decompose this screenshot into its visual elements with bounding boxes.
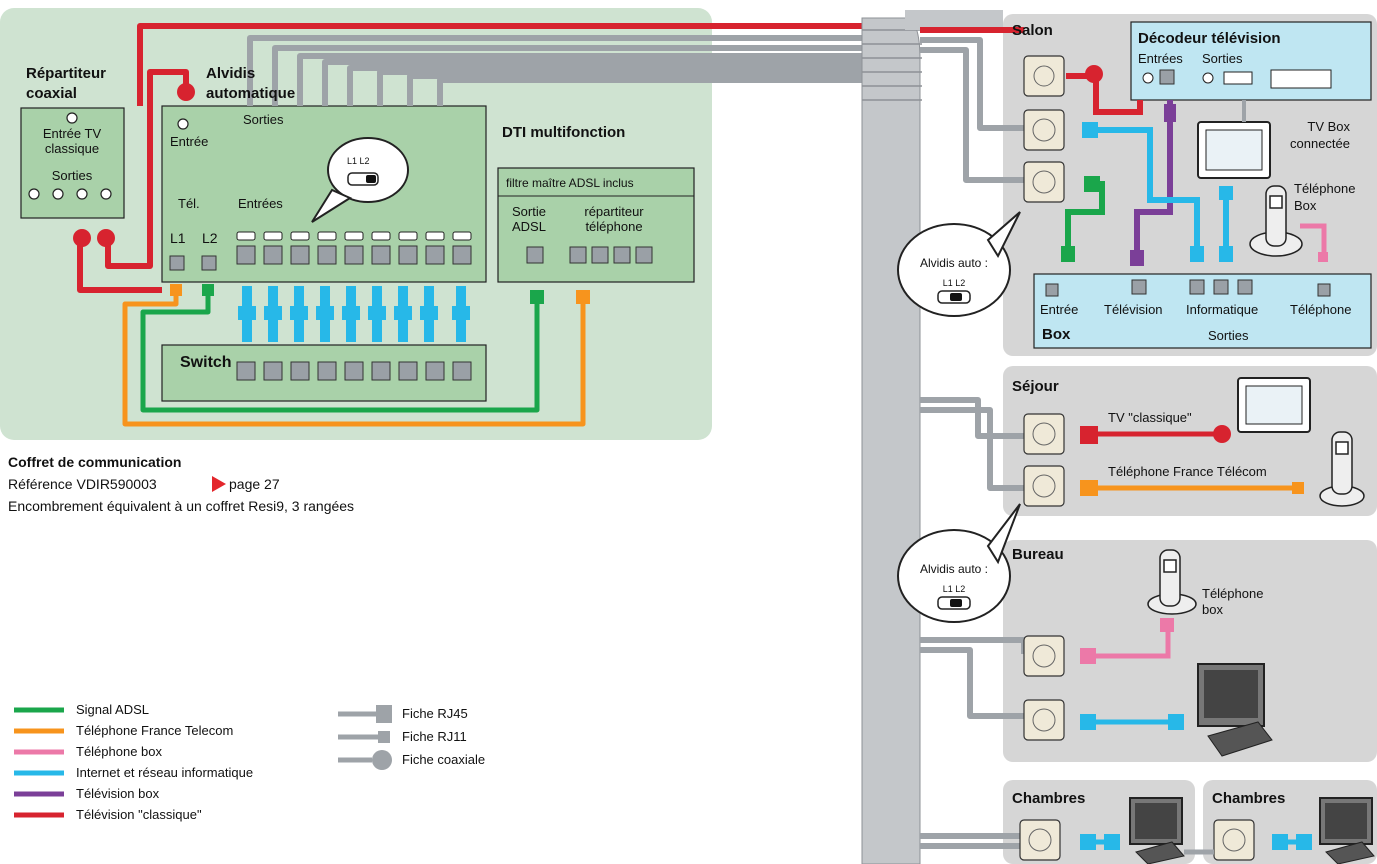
sejour-phone bbox=[1319, 431, 1365, 507]
alvidis-l2-label: L2 bbox=[202, 230, 218, 246]
sejour-socket-2 bbox=[1023, 465, 1065, 507]
alvidis-auto-bubble-1-switch: L1 L2 bbox=[942, 278, 966, 288]
tvbox-label: TV Box connectée bbox=[1290, 119, 1350, 151]
chambres-1-title: Chambres bbox=[1012, 790, 1086, 807]
decodeur-title: Décodeur télévision bbox=[1138, 30, 1281, 47]
bureau-socket-1 bbox=[1023, 635, 1065, 677]
alvidis-bubble-1 bbox=[897, 211, 1021, 317]
cable-conduit bbox=[861, 17, 922, 864]
legend-tv-classique: Télévision "classique" bbox=[76, 807, 202, 822]
decodeur-entrees-label: Entrées bbox=[1138, 51, 1183, 66]
alvidis-l1-label: L1 bbox=[170, 230, 186, 246]
alvidis-sorties-label: Sorties bbox=[243, 112, 284, 127]
bureau-computer bbox=[1197, 663, 1273, 757]
switch-bubble bbox=[311, 137, 409, 223]
repartiteur-sorties-label: Sorties bbox=[51, 168, 93, 183]
dti-repartiteur-label: répartiteur téléphone bbox=[584, 204, 644, 234]
salon-socket-2 bbox=[1023, 161, 1065, 203]
legend-plugs bbox=[338, 705, 392, 770]
bureau-socket-2 bbox=[1023, 699, 1065, 741]
alvidis-entrees-label: Entrées bbox=[238, 196, 283, 211]
chambres-2-socket bbox=[1213, 819, 1255, 861]
salon-phone-label: Téléphone Box bbox=[1294, 181, 1356, 213]
chambres-1-computer bbox=[1129, 797, 1185, 864]
box-title: Box bbox=[1042, 326, 1071, 343]
box-telephone-label: Téléphone bbox=[1290, 302, 1352, 317]
sejour-tel-label: Téléphone France Télécom bbox=[1108, 464, 1267, 479]
chambres-2-computer bbox=[1319, 797, 1375, 864]
repartiteur-module bbox=[20, 107, 125, 219]
dti-sortie-label: Sortie ADSL bbox=[512, 204, 546, 234]
box-informatique-label: Informatique bbox=[1186, 302, 1259, 317]
salon-title: Salon bbox=[1012, 22, 1053, 39]
bureau-panel bbox=[1003, 540, 1377, 762]
sejour-socket-1 bbox=[1023, 413, 1065, 455]
bureau-tel-label: Téléphone box bbox=[1202, 586, 1264, 617]
bubble-switch-label: L1 L2 bbox=[347, 156, 370, 166]
salon-socket-coax bbox=[1023, 55, 1065, 97]
alvidis-tel-label: Tél. bbox=[178, 196, 200, 211]
legend-tel-ft: Téléphone France Telecom bbox=[76, 723, 234, 738]
chambres-2-title: Chambres bbox=[1212, 790, 1286, 807]
caption-title: Coffret de communication bbox=[8, 454, 182, 470]
alvidis-entree-label: Entrée bbox=[170, 134, 209, 149]
sejour-tv-label: TV "classique" bbox=[1108, 410, 1192, 425]
alvidis-auto-bubble-1-label: Alvidis auto : bbox=[919, 256, 989, 270]
page-arrow-icon bbox=[212, 476, 226, 492]
alvidis-title: Alvidis automatique bbox=[206, 65, 296, 102]
legend-coax: Fiche coaxiale bbox=[402, 752, 486, 767]
legend-rj11: Fiche RJ11 bbox=[402, 729, 467, 744]
dti-title: DTI multifonction bbox=[502, 124, 626, 141]
sejour-title: Séjour bbox=[1012, 378, 1059, 395]
legend-lines bbox=[14, 707, 64, 818]
salon-phone bbox=[1249, 185, 1303, 257]
chambres-1-socket bbox=[1019, 819, 1061, 861]
salon-socket-1 bbox=[1023, 109, 1065, 151]
alvidis-ports bbox=[169, 245, 472, 271]
bureau-phone bbox=[1147, 549, 1197, 615]
legend-adsl: Signal ADSL bbox=[76, 702, 149, 717]
legend-internet: Internet et réseau informatique bbox=[76, 765, 254, 780]
alvidis-bubble-2 bbox=[897, 503, 1021, 623]
box-television-label: Télévision bbox=[1104, 302, 1163, 317]
repartiteur-title: Répartiteur coaxial bbox=[26, 65, 107, 102]
caption-page-link[interactable]: page 27 bbox=[229, 476, 280, 492]
box-sorties-label: Sorties bbox=[1208, 328, 1249, 343]
bureau-title: Bureau bbox=[1012, 546, 1064, 563]
legend-tv-box: Télévision box bbox=[76, 786, 160, 801]
switch-title: Switch bbox=[180, 354, 232, 371]
legend-rj45: Fiche RJ45 bbox=[402, 706, 468, 721]
alvidis-auto-bubble-2-label: Alvidis auto : bbox=[919, 562, 989, 576]
alvidis-auto-bubble-2-switch: L1 L2 bbox=[942, 584, 966, 594]
caption-encombrement: Encombrement équivalent à un coffret Res… bbox=[8, 498, 355, 514]
caption-reference: Référence VDIR590003 bbox=[8, 476, 157, 492]
legend-tel-box: Téléphone box bbox=[76, 744, 163, 759]
box-entree-label: Entrée bbox=[1040, 302, 1079, 317]
repartiteur-entree-label: Entrée TV classique bbox=[42, 126, 102, 156]
decodeur-sorties-label: Sorties bbox=[1202, 51, 1243, 66]
dti-filter-label: filtre maître ADSL inclus bbox=[506, 176, 634, 190]
